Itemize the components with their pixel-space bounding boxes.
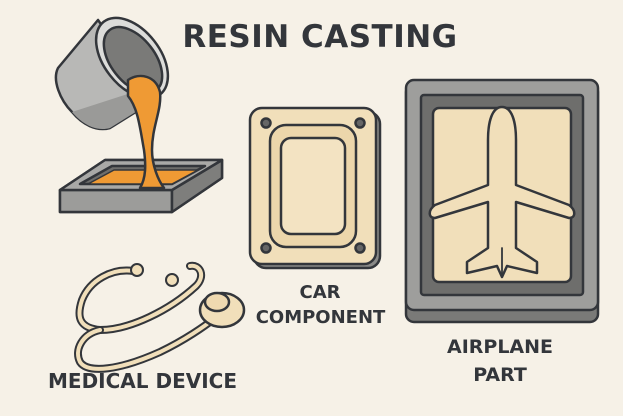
airplane-mold [404, 78, 600, 324]
stethoscope-icon [74, 261, 246, 373]
airplane-part-label-line2: PART [473, 364, 527, 386]
pouring-cup-icon [54, 16, 170, 190]
airplane-part-label-line1: AIRPLANE [446, 336, 554, 358]
car-component-label-line1: CAR [299, 282, 341, 303]
medical-device-label: MEDICAL DEVICE [48, 369, 237, 393]
gasket-plate-icon [248, 106, 382, 270]
page-title: RESIN CASTING [182, 19, 458, 55]
car-component-label-line2: COMPONENT [255, 307, 386, 328]
airplane-icon [428, 105, 576, 279]
